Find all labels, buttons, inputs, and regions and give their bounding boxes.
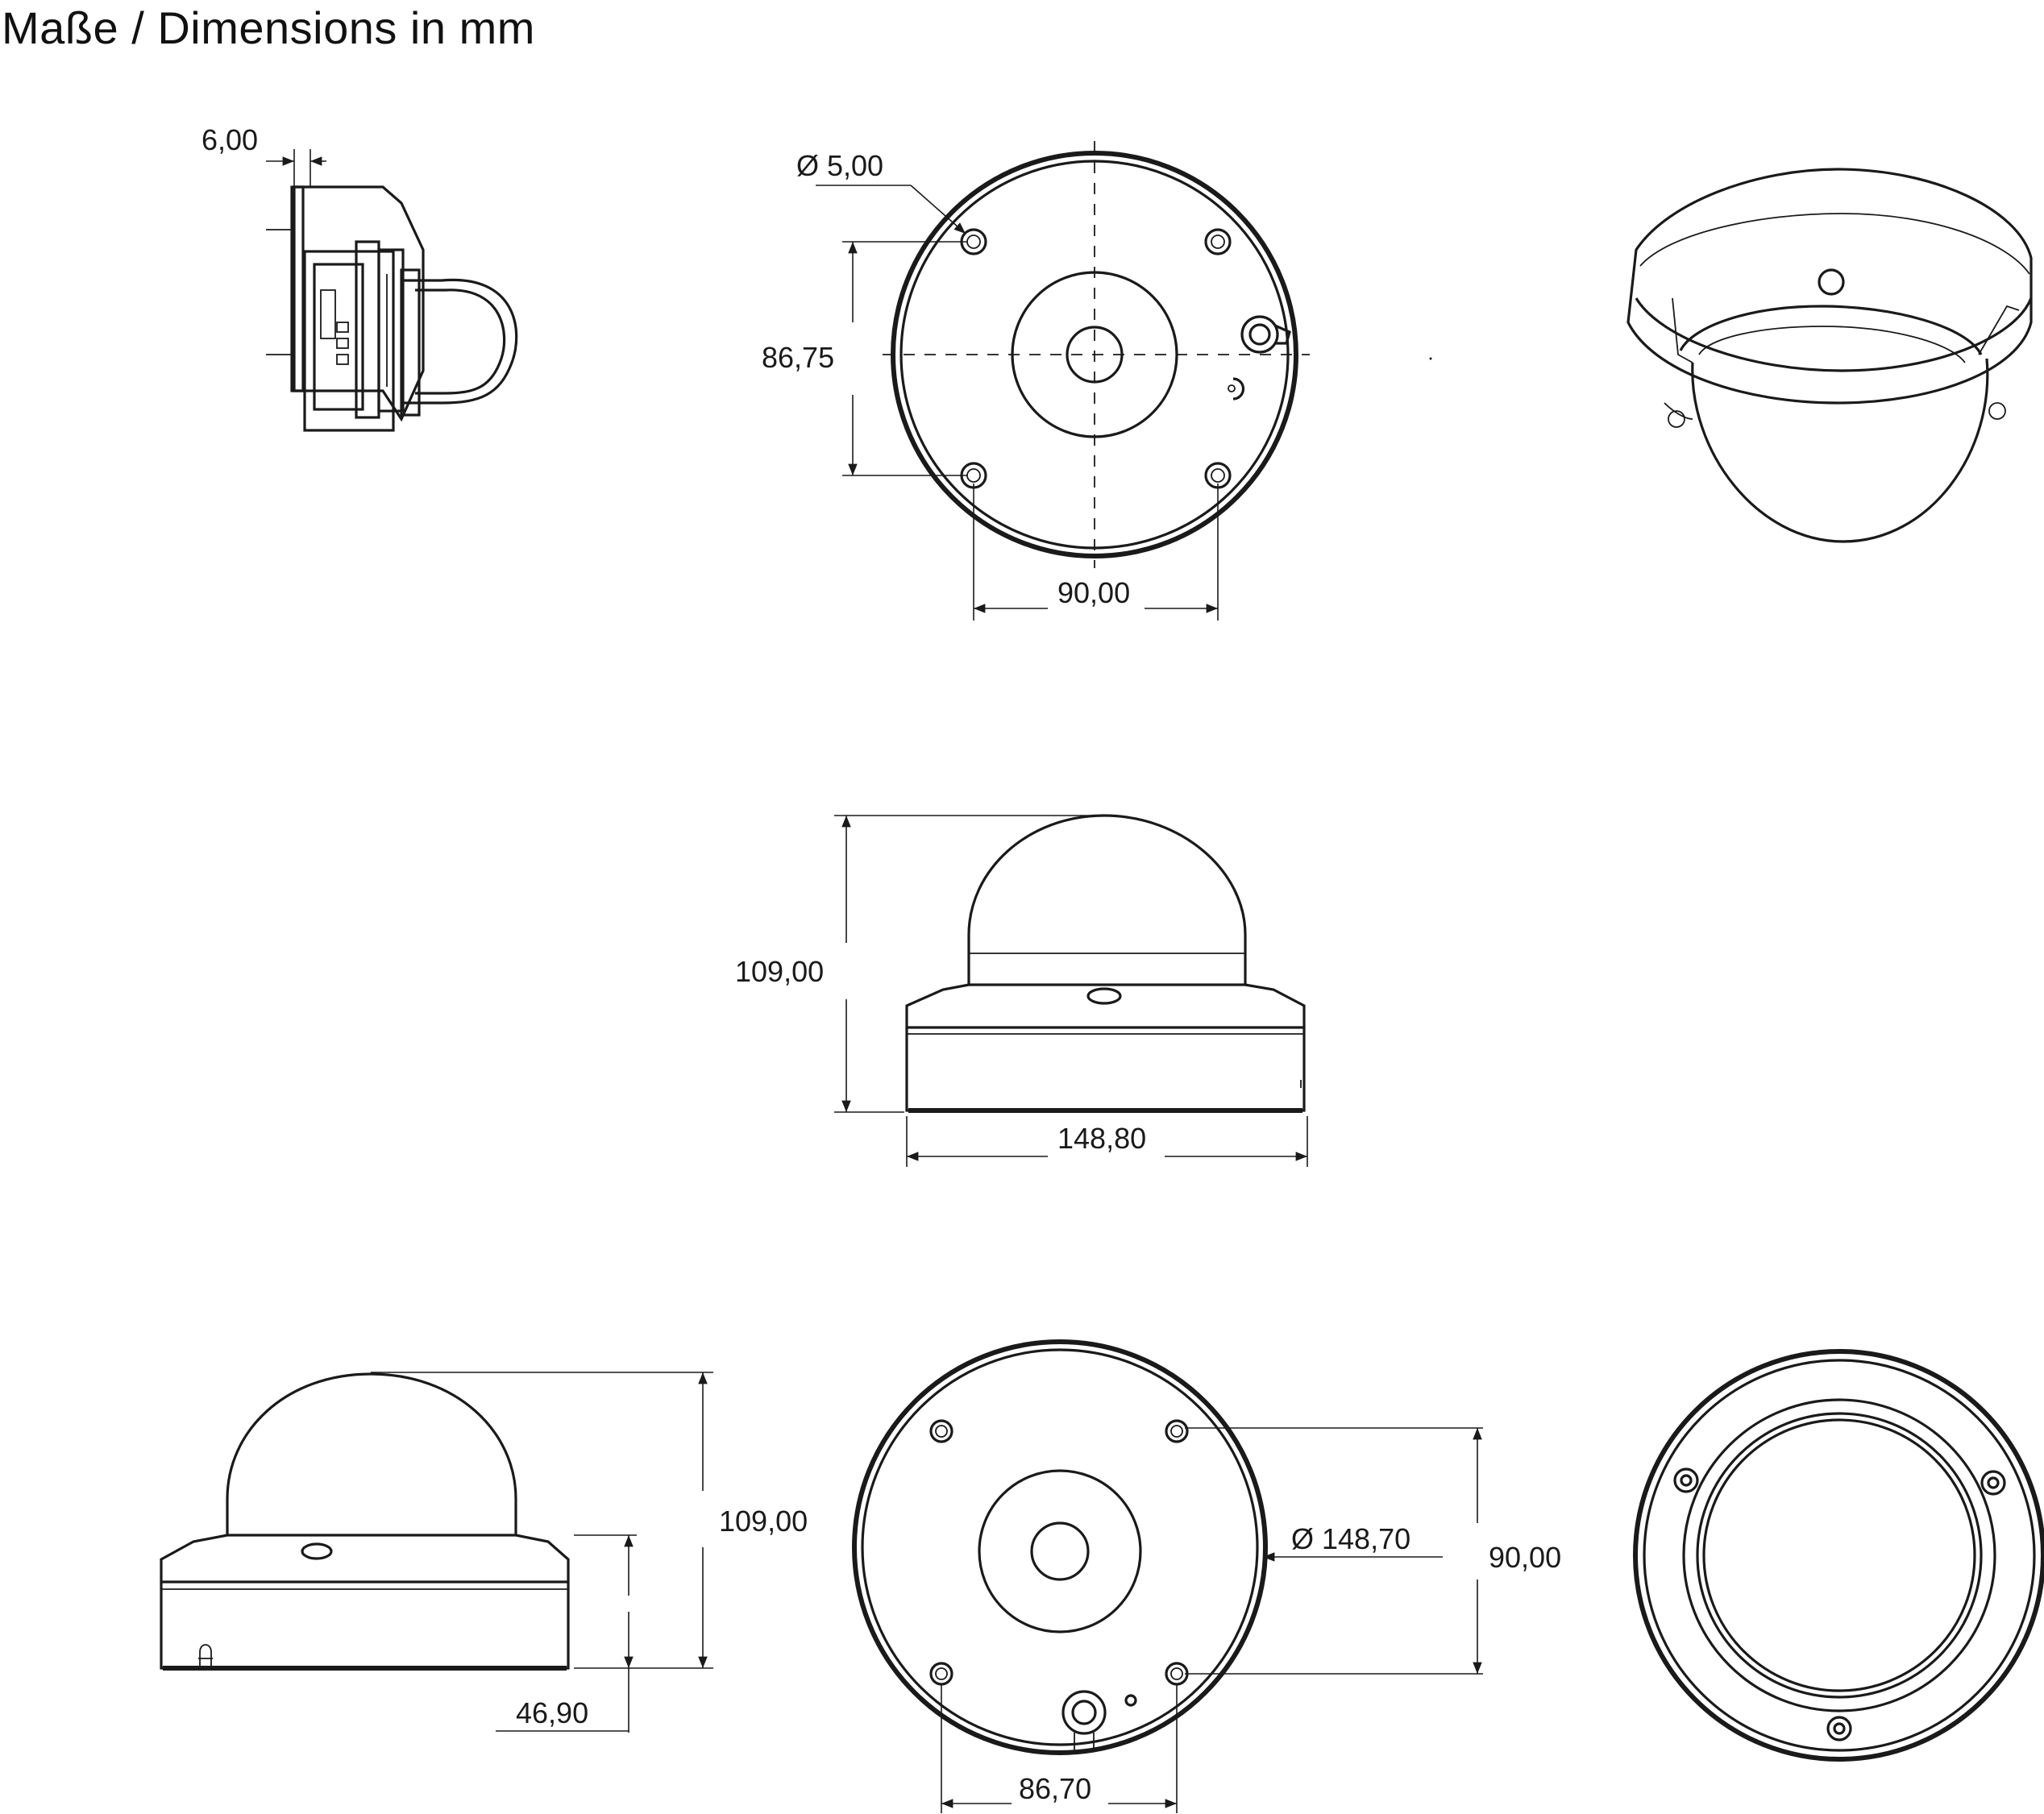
side-base-height-label: 46,90 [516, 1696, 588, 1729]
isometric-view [1626, 168, 2033, 543]
dome-bottom-view [1633, 1349, 2044, 1762]
bottom-hole-spacing-vertical-label: 90,00 [1489, 1541, 1561, 1574]
front-width-label: 148,80 [1057, 1122, 1146, 1155]
bottom-diameter-label: Ø 148,70 [1291, 1522, 1410, 1555]
mount-plate-view [816, 141, 1432, 621]
bottom-view [852, 1339, 1483, 1813]
hole-diameter-label: Ø 5,00 [796, 149, 883, 182]
page-title: Maße / Dimensions in mm [2, 2, 535, 53]
side-view [160, 1372, 713, 1733]
hole-spacing-vertical-label: 86,75 [762, 341, 834, 374]
front-view [834, 814, 1308, 1167]
bottom-hole-spacing-horizontal-label: 86,70 [1019, 1772, 1091, 1805]
front-height-label: 109,00 [735, 955, 824, 988]
hole-spacing-horizontal-label: 90,00 [1057, 576, 1130, 609]
section-view [266, 149, 518, 432]
section-depth-label: 6,00 [201, 123, 258, 156]
side-height-label: 109,00 [719, 1505, 808, 1538]
